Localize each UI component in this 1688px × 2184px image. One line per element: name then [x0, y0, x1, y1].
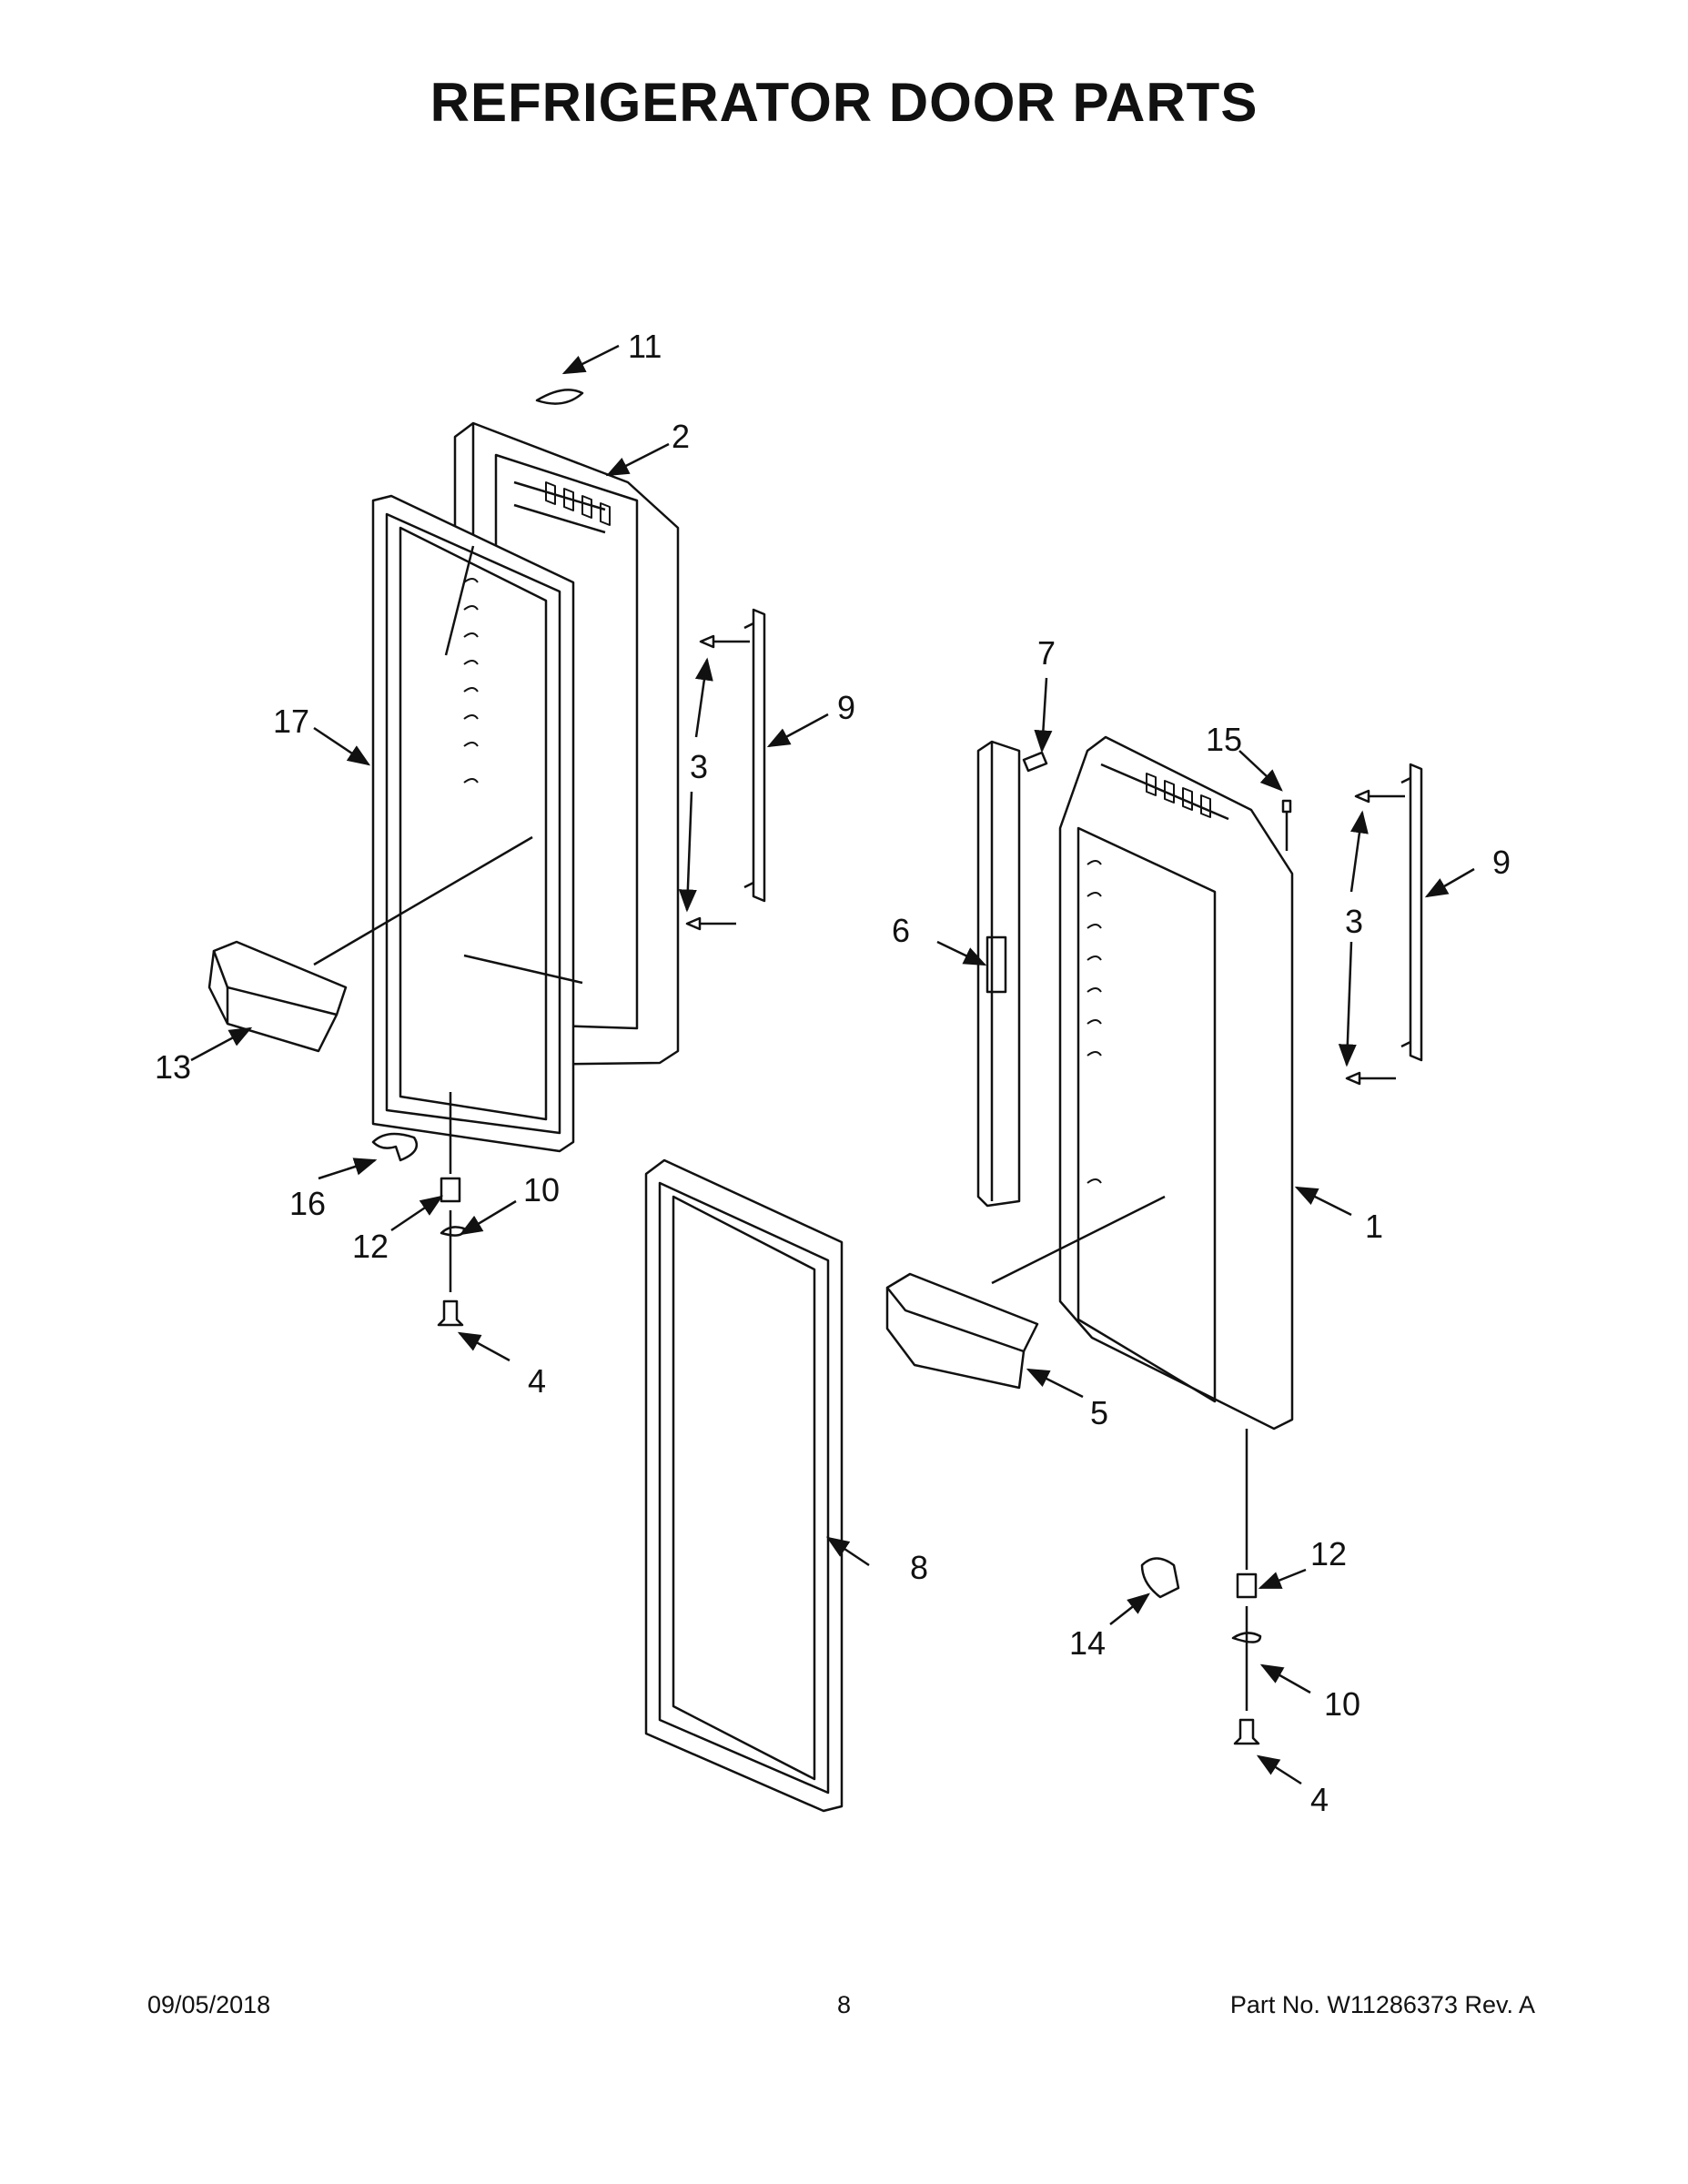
callout-3-right: 3	[1345, 903, 1363, 940]
part-11-ring	[535, 389, 584, 405]
part-3-left-screw-top	[699, 634, 750, 649]
callout-9-left: 9	[837, 689, 855, 726]
callout-12-left: 12	[352, 1228, 389, 1265]
callout-11: 11	[628, 328, 662, 365]
callout-12-right: 12	[1310, 1535, 1347, 1572]
callout-5: 5	[1090, 1394, 1108, 1431]
part-5-connector-line	[991, 1195, 1166, 1285]
part-5-right-door-bin	[885, 1272, 1039, 1390]
callout-14: 14	[1069, 1624, 1106, 1662]
part-1-right-door-liner	[1058, 735, 1294, 1431]
callout-16: 16	[289, 1185, 326, 1222]
callout-13: 13	[155, 1048, 191, 1086]
part-17-left-door-gasket	[371, 494, 583, 1153]
callout-9-right: 9	[1492, 844, 1511, 881]
callout-15: 15	[1206, 721, 1242, 758]
callout-3-left: 3	[690, 748, 708, 785]
part-12-right-bushing	[1236, 1572, 1258, 1599]
part-7-screw	[1022, 751, 1048, 773]
callout-7: 7	[1037, 634, 1056, 672]
callout-labels: 11 2 3 9 17 13 16 12 10 4 7 6 15 9 3 1 5…	[155, 328, 1511, 1818]
part-3-right-screw-bottom	[1345, 1071, 1396, 1086]
leader-arrows	[190, 344, 1475, 1785]
callout-17: 17	[273, 703, 309, 740]
part-16-hinge-clip	[371, 1132, 419, 1162]
part-14-hinge-clip	[1140, 1557, 1180, 1599]
part-3-left-screw-bottom	[685, 916, 736, 931]
callout-8: 8	[910, 1549, 928, 1586]
part-15-screw	[1281, 799, 1292, 851]
part-4-right-screw	[1233, 1718, 1260, 1745]
callout-4-right: 4	[1310, 1781, 1329, 1818]
callout-1: 1	[1365, 1208, 1383, 1245]
part-12-left-bushing	[440, 1177, 461, 1203]
part-8-door-gasket	[644, 1158, 844, 1813]
footer-date: 09/05/2018	[147, 1991, 271, 2018]
page-title: REFRIGERATOR DOOR PARTS	[430, 72, 1258, 133]
part-6-mullion	[976, 740, 1021, 1208]
callout-6: 6	[892, 912, 910, 949]
callout-4-left: 4	[528, 1362, 546, 1400]
part-9-left-handle	[743, 608, 766, 903]
part-4-left-screw	[437, 1299, 464, 1327]
part-10-left-washer	[440, 1226, 466, 1237]
footer-page-number: 8	[836, 1991, 852, 2018]
part-13-connector-line	[313, 835, 533, 966]
part-10-right-washer	[1231, 1632, 1262, 1643]
part-13-left-door-bin	[207, 940, 348, 1053]
callout-10-left: 10	[523, 1171, 560, 1208]
callout-2: 2	[672, 418, 690, 455]
part-9-right-handle	[1400, 763, 1423, 1062]
part-3-right-screw-top	[1354, 789, 1405, 804]
footer-part-number: Part No. W11286373 Rev. A	[1229, 1991, 1535, 2018]
callout-10-right: 10	[1324, 1685, 1360, 1723]
